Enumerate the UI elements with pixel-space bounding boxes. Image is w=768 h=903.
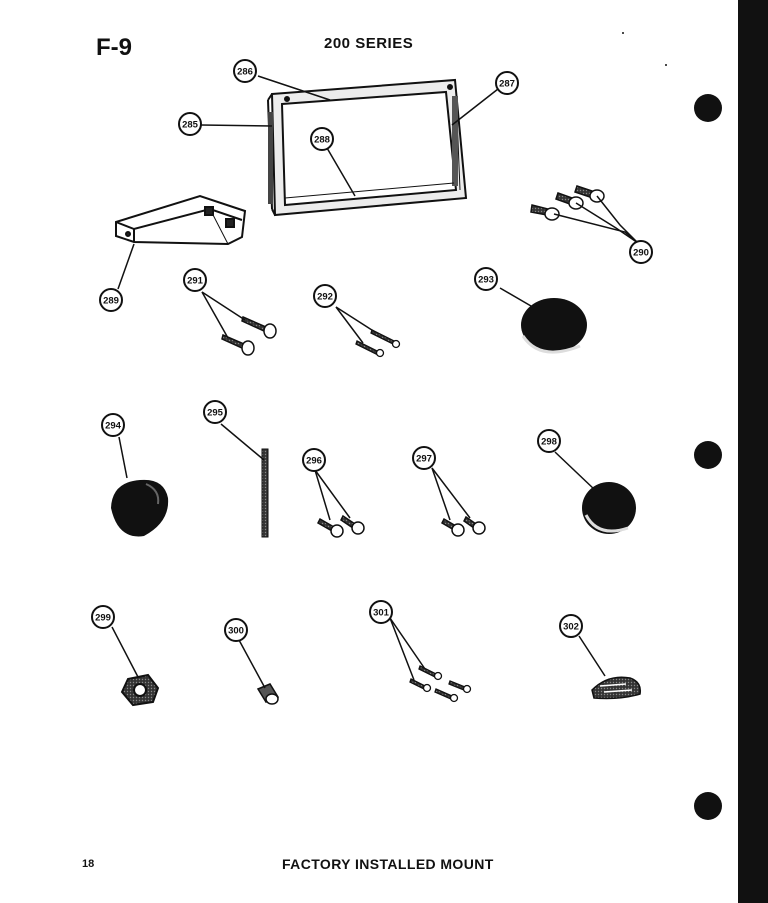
callout-301: 301 xyxy=(369,600,393,624)
callout-label: 298 xyxy=(541,437,557,448)
callout-label: 299 xyxy=(95,613,111,624)
callout-label: 293 xyxy=(478,275,494,286)
leader-lines xyxy=(111,75,639,689)
l-bracket-part xyxy=(115,194,247,246)
callout-group: 285 286 287 288 289 290 291 292 293 294 295 296 297 2… xyxy=(91,59,653,642)
callout-label: 285 xyxy=(182,120,199,131)
callout-label: 296 xyxy=(306,456,322,467)
callout-285: 285 xyxy=(178,112,202,136)
callout-circle xyxy=(224,618,248,642)
screws-297-part xyxy=(441,515,486,537)
strip-295-part xyxy=(261,448,269,538)
callout-286: 286 xyxy=(233,59,257,83)
callout-circle xyxy=(559,614,583,638)
callout-label: 290 xyxy=(633,248,649,259)
callout-circle xyxy=(302,448,326,472)
callout-circle xyxy=(178,112,202,136)
callout-289: 289 xyxy=(99,288,123,312)
callout-label: 288 xyxy=(314,135,330,146)
page-number: 18 xyxy=(82,858,95,870)
callout-circle xyxy=(495,71,519,95)
callout-circle xyxy=(99,288,123,312)
screws-292-part xyxy=(355,329,401,358)
speck xyxy=(665,64,667,66)
callout-297: 297 xyxy=(412,446,436,470)
callout-circle xyxy=(629,240,653,264)
callout-label: 291 xyxy=(187,276,204,287)
callout-circle xyxy=(313,284,337,308)
callout-label: 286 xyxy=(237,67,253,78)
footer-title: FACTORY INSTALLED MOUNT xyxy=(282,856,494,872)
callout-290: 290 xyxy=(629,240,653,264)
callout-label: 289 xyxy=(103,296,119,307)
callout-circle xyxy=(183,268,207,292)
callout-circle xyxy=(537,429,561,453)
callout-circle xyxy=(233,59,257,83)
screws-291-part xyxy=(221,315,277,356)
window-frame-part xyxy=(267,78,468,217)
callout-291: 291 xyxy=(183,268,207,292)
callout-299: 299 xyxy=(91,605,115,629)
callout-293: 293 xyxy=(474,267,498,291)
callout-circle xyxy=(412,446,436,470)
callout-298: 298 xyxy=(537,429,561,453)
callout-292: 292 xyxy=(313,284,337,308)
punch-hole xyxy=(694,792,722,820)
series-title: 200 SERIES xyxy=(324,35,414,52)
callout-label: 292 xyxy=(317,292,333,303)
speck xyxy=(622,32,624,34)
callout-label: 300 xyxy=(228,626,244,637)
binding-edge xyxy=(738,0,768,903)
callout-circle xyxy=(474,267,498,291)
screws-301-part xyxy=(409,665,472,703)
screws-296-part xyxy=(317,514,365,538)
spacer-300-part xyxy=(256,683,280,705)
callout-294: 294 xyxy=(101,413,125,437)
callout-label: 295 xyxy=(207,408,224,419)
callout-circle xyxy=(369,600,393,624)
callout-circle xyxy=(101,413,125,437)
callout-label: 287 xyxy=(499,79,515,90)
callout-label: 301 xyxy=(373,608,390,619)
punch-hole xyxy=(694,441,722,469)
callout-label: 302 xyxy=(563,622,579,633)
callout-295: 295 xyxy=(203,400,227,424)
callout-296: 296 xyxy=(302,448,326,472)
cap-plug-298-part xyxy=(582,482,636,534)
cap-plug-293-part xyxy=(521,298,587,354)
hex-nut-299-part xyxy=(120,673,160,707)
callout-label: 297 xyxy=(416,454,432,465)
callout-circle xyxy=(203,400,227,424)
callout-circle xyxy=(91,605,115,629)
callout-300: 300 xyxy=(224,618,248,642)
callout-287: 287 xyxy=(495,71,519,95)
tape-roll-294-part xyxy=(111,479,169,537)
callout-label: 294 xyxy=(105,421,122,432)
figure-code: F-9 xyxy=(96,34,132,61)
callout-circle xyxy=(310,127,334,151)
callout-302: 302 xyxy=(559,614,583,638)
callout-288: 288 xyxy=(310,127,334,151)
clip-302-part xyxy=(591,676,642,700)
punch-hole xyxy=(694,94,722,122)
bolts-part xyxy=(530,185,605,221)
